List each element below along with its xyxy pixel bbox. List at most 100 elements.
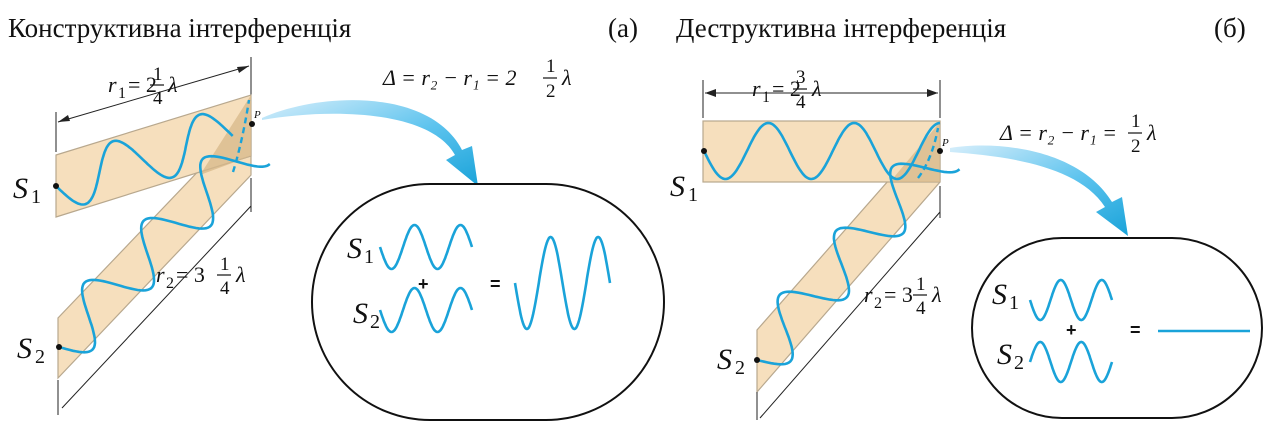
svg-text:Δ = r₂ − r₁ = 2: Δ = r₂ − r₁ = 2 [382,65,516,90]
svg-text:1: 1 [1131,111,1141,132]
oval-s2-label: S 2 [353,297,380,333]
svg-text:4: 4 [796,92,806,113]
svg-text:2: 2 [35,346,45,368]
svg-text:2: 2 [735,357,745,379]
result-oval-b [971,237,1263,419]
result-oval-a [311,183,665,421]
svg-text:2: 2 [874,295,882,312]
oval-s1-label: S 1 [347,232,374,268]
svg-text:r: r [156,262,165,287]
svg-text:2: 2 [1014,352,1024,374]
oval-b-wave-s1 [1028,278,1114,322]
panel-a-title: Конструктивна інтерференція [8,13,351,43]
wave-b-hidden-segment [917,127,940,179]
r2b-dimension-line [759,211,941,419]
panel-b-title: Деструктивна інтерференція [676,13,1006,43]
r2b-label: r 2 = 3 1 4 λ [864,274,942,319]
svg-text:2: 2 [546,81,556,102]
svg-text:4: 4 [220,278,230,299]
r2-dimension-line [61,205,252,409]
r1b-arrowhead-left [705,89,716,97]
svg-text:2: 2 [370,311,380,333]
point-b-p-dot [937,148,943,154]
wave-b-s1 [702,121,941,181]
source-s2-label: S 2 [17,332,45,368]
source-s1-dot [53,183,59,189]
panel-b: Деструктивна інтерференція (б) r 1 = 2 3… [670,13,1263,420]
svg-text:1: 1 [762,89,770,106]
r1-label: r 1 = 2 1 4 λ [108,64,178,109]
oval-wave-s2 [378,286,474,334]
svg-text:4: 4 [153,88,163,109]
delta-b-label: Δ = r₂ − r₁ = 1 2 λ [999,111,1157,157]
source-b-s1-label: S 1 [670,170,698,206]
svg-text:S: S [992,278,1007,311]
point-p-label: P [253,109,261,121]
svg-text:1: 1 [31,186,41,208]
arrow-b-to-result [950,145,1128,236]
oval-equals: = [490,274,501,294]
source-s1-label: S 1 [13,172,41,208]
oval-b-s1-label: S 1 [992,278,1019,314]
svg-text:S: S [670,170,685,203]
svg-text:1: 1 [220,254,230,275]
oval-plus: + [418,274,429,294]
r1b-label: r 1 = 2 3 4 λ [752,67,822,113]
panel-b-tag: (б) [1214,13,1246,43]
oval-b-s2-label: S 2 [997,338,1024,374]
oval-b-equals: = [1130,320,1141,340]
svg-text:1: 1 [546,56,556,77]
r2-label: r 2 = 3 1 4 λ [156,254,246,299]
svg-text:1: 1 [916,274,926,295]
r1-arrowhead-right [237,66,249,73]
svg-text:Δ = r₂ − r₁ =: Δ = r₂ − r₁ = [999,120,1117,145]
svg-text:4: 4 [916,298,926,319]
svg-text:λ: λ [167,72,178,97]
svg-text:1: 1 [688,184,698,206]
svg-text:S: S [353,297,368,330]
source-s2-dot [56,344,62,350]
svg-text:S: S [347,232,362,265]
source-b-s1-dot [701,148,707,154]
svg-text:S: S [997,338,1012,371]
svg-text:r: r [752,76,761,101]
svg-text:= 3: = 3 [884,282,913,307]
svg-text:λ: λ [235,262,246,287]
svg-text:1: 1 [364,246,374,268]
svg-text:λ: λ [1146,120,1157,145]
oval-b-wave-s2 [1028,340,1114,384]
svg-text:λ: λ [561,65,572,90]
svg-text:2: 2 [166,275,174,292]
source-b-s2-dot [754,357,760,363]
panel-a: Конструктивна інтерференція (a) r 1 = 2 … [8,13,665,421]
source-b-s2-label: S 2 [717,343,745,379]
oval-wave-sum [513,235,612,331]
panel-a-tag: (a) [608,13,638,43]
svg-text:1: 1 [153,64,163,85]
wave-s2 [58,154,271,354]
delta-label: Δ = r₂ − r₁ = 2 1 2 λ [382,56,572,102]
r1-arrowhead-left [58,115,70,122]
r1-dimension-line [57,65,250,123]
svg-text:1: 1 [118,85,126,102]
svg-text:S: S [17,332,32,365]
wave-s1 [55,112,234,206]
point-b-p-label: P [941,137,949,149]
svg-text:3: 3 [796,67,806,88]
svg-text:λ: λ [811,76,822,101]
oval-wave-s1 [378,223,474,271]
svg-text:r: r [108,72,117,97]
svg-text:λ: λ [931,282,942,307]
svg-text:S: S [13,172,28,205]
svg-text:= 3: = 3 [176,262,205,287]
wave-b-s2 [756,162,961,366]
svg-text:2: 2 [1131,136,1141,157]
beam-b-overlap [890,122,940,182]
svg-text:r: r [864,282,873,307]
oval-b-plus: + [1066,320,1077,340]
r1b-arrowhead-right [927,89,938,97]
point-p-dot [249,121,255,127]
arrow-to-result [262,100,478,186]
svg-text:S: S [717,343,732,376]
